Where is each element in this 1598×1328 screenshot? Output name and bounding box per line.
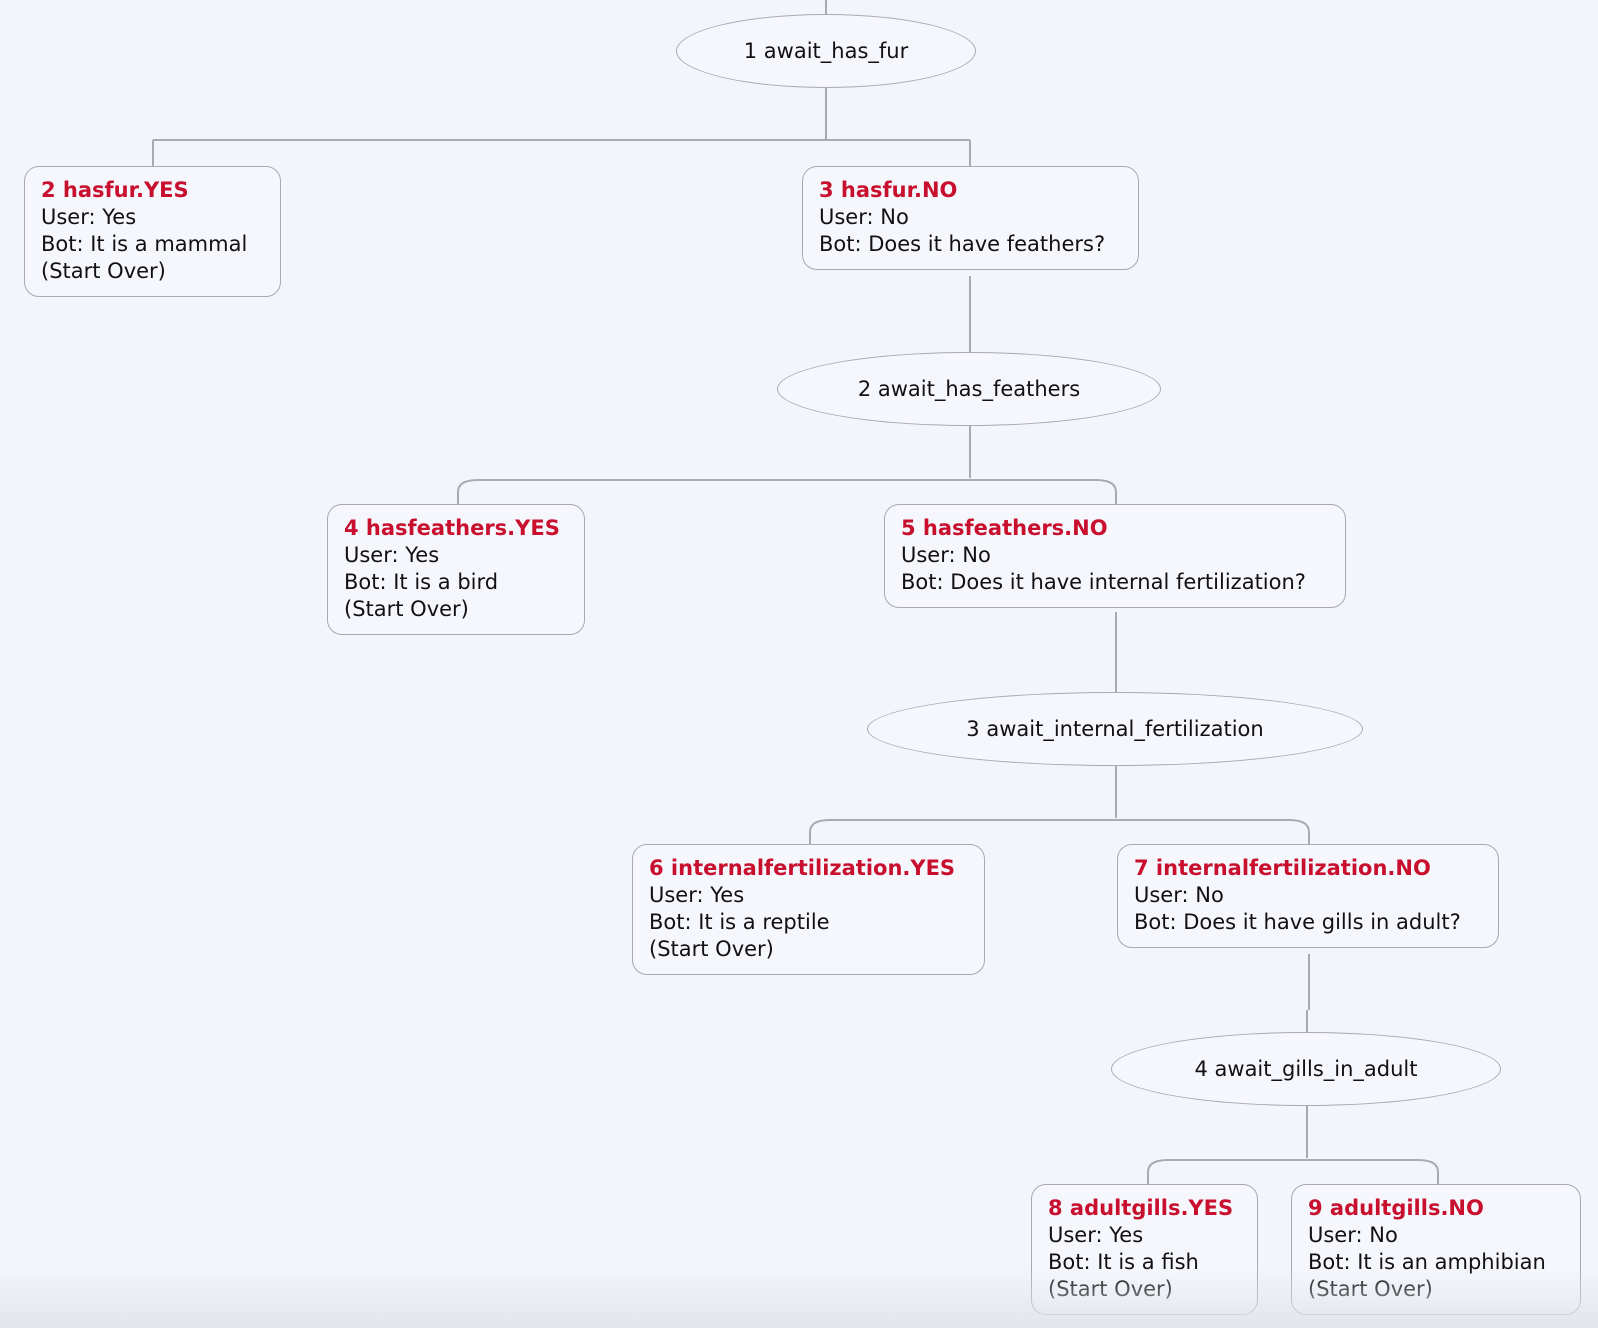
node-bot-text: Bot: Does it have internal fertilization… [901, 570, 1306, 594]
node-bot-text: Bot: It is a bird [344, 570, 499, 594]
node-internalfertilization-no[interactable]: 7 internalfertilization.NO User: No Bot:… [1117, 844, 1499, 948]
state-label: 2 await_has_feathers [857, 377, 1081, 401]
state-label: 3 await_internal_fertilization [966, 717, 1264, 741]
node-adultgills-no[interactable]: 9 adultgills.NO User: No Bot: It is an a… [1291, 1184, 1581, 1315]
node-bot-text: Bot: It is a mammal [41, 232, 248, 256]
start-over-text: (Start Over) [344, 597, 469, 621]
start-over-text: (Start Over) [41, 259, 166, 283]
edge-s3-n6-n7 [809, 766, 1310, 844]
node-hasfur-yes[interactable]: 2 hasfur.YES User: Yes Bot: It is a mamm… [24, 166, 281, 297]
node-adultgills-yes[interactable]: 8 adultgills.YES User: Yes Bot: It is a … [1031, 1184, 1258, 1315]
node-title: 9 adultgills.NO [1308, 1196, 1484, 1220]
state-await-has-fur[interactable]: 1 await_has_fur [676, 14, 976, 88]
start-over-text: (Start Over) [1308, 1277, 1433, 1301]
state-await-gills-in-adult[interactable]: 4 await_gills_in_adult [1111, 1032, 1501, 1106]
node-user-text: User: Yes [41, 205, 137, 229]
node-bot-text: Bot: It is a fish [1048, 1250, 1199, 1274]
node-title: 4 hasfeathers.YES [344, 516, 560, 540]
node-user-text: User: No [1308, 1223, 1398, 1247]
node-user-text: User: Yes [649, 883, 745, 907]
edge-s2-n4-n5 [457, 426, 1117, 504]
start-over-text: (Start Over) [649, 937, 774, 961]
start-over-text: (Start Over) [1048, 1277, 1173, 1301]
edge-s1-n2-n3 [152, 88, 971, 166]
node-user-text: User: No [901, 543, 991, 567]
node-hasfur-no[interactable]: 3 hasfur.NO User: No Bot: Does it have f… [802, 166, 1139, 270]
node-bot-text: Bot: It is an amphibian [1308, 1250, 1546, 1274]
node-user-text: User: No [819, 205, 909, 229]
node-title: 3 hasfur.NO [819, 178, 958, 202]
node-title: 8 adultgills.YES [1048, 1196, 1234, 1220]
node-bot-text: Bot: Does it have feathers? [819, 232, 1106, 256]
edge-s4-n8-n9 [1147, 1106, 1439, 1184]
node-bot-text: Bot: It is a reptile [649, 910, 830, 934]
node-title: 5 hasfeathers.NO [901, 516, 1108, 540]
edge-n7-s4 [1306, 954, 1310, 1032]
state-await-has-feathers[interactable]: 2 await_has_feathers [777, 352, 1161, 426]
node-title: 2 hasfur.YES [41, 178, 189, 202]
node-internalfertilization-yes[interactable]: 6 internalfertilization.YES User: Yes Bo… [632, 844, 985, 975]
node-hasfeathers-no[interactable]: 5 hasfeathers.NO User: No Bot: Does it h… [884, 504, 1346, 608]
node-hasfeathers-yes[interactable]: 4 hasfeathers.YES User: Yes Bot: It is a… [327, 504, 585, 635]
node-user-text: User: Yes [344, 543, 440, 567]
state-await-internal-fertilization[interactable]: 3 await_internal_fertilization [867, 692, 1363, 766]
node-bot-text: Bot: Does it have gills in adult? [1134, 910, 1461, 934]
node-user-text: User: No [1134, 883, 1224, 907]
node-user-text: User: Yes [1048, 1223, 1144, 1247]
node-title: 7 internalfertilization.NO [1134, 856, 1431, 880]
state-label: 4 await_gills_in_adult [1194, 1057, 1418, 1081]
state-label: 1 await_has_fur [743, 39, 909, 63]
node-title: 6 internalfertilization.YES [649, 856, 956, 880]
